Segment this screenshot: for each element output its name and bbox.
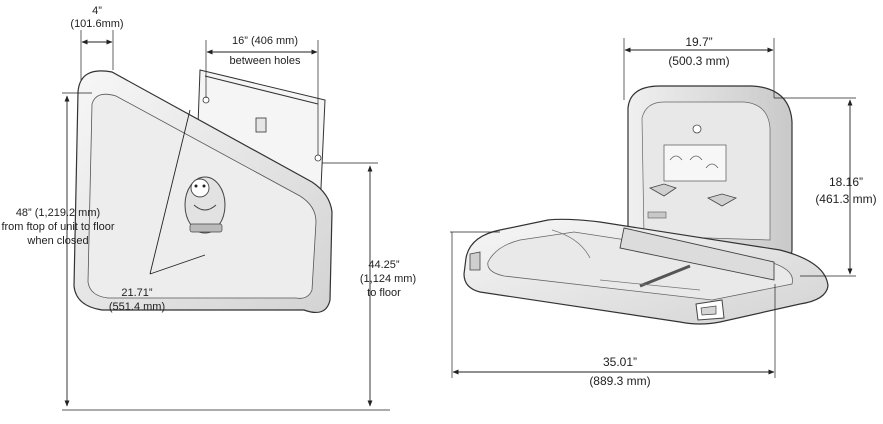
height-closed-line3: when closed [26, 235, 88, 247]
holes-label-line1: 16” (406 mm) [232, 35, 298, 47]
depth-label-in: 4” [92, 5, 102, 17]
floor-line3: to floor [367, 287, 401, 299]
width-bottom-line2: (889.3 mm) [589, 374, 650, 388]
height-closed-dimension: 48” (1,219.2 mm) from ftop of unit to fl… [1, 92, 390, 411]
handle-left [469, 251, 481, 271]
diagonal-dimension: 21.71” (551.4 mm) [109, 109, 206, 313]
holes-dimension: 16” (406 mm) between holes [205, 35, 319, 155]
changing-station-closed-side [73, 70, 333, 313]
changing-bed [463, 218, 829, 325]
width-top-line1: 19.7” [685, 35, 712, 49]
height-dimension: 18.16” (461.3 mm) [774, 97, 877, 277]
floor-line2: (1,124 mm) [360, 273, 416, 285]
instruction-label [663, 144, 727, 182]
height-line1: 18.16” [829, 175, 863, 189]
width-top-line2: (500.3 mm) [668, 54, 729, 68]
depth-dimension: 4” (101.6mm) [70, 5, 124, 80]
strap-buckle-right [706, 193, 738, 207]
floor-dimension: 44.25” (1,124 mm) to floor [322, 162, 416, 407]
diagonal-line1: 21.71” [121, 287, 153, 299]
left-side-view: 4” (101.6mm) 16” (406 mm) between holes … [1, 5, 416, 411]
floor-line1: 44.25” [368, 259, 400, 271]
diagonal-line2: (551.4 mm) [109, 301, 165, 313]
height-closed-line1: 48” (1,219.2 mm) [16, 207, 100, 219]
strap-buckle-left [648, 183, 677, 197]
width-top-dimension: 19.7” (500.3 mm) [623, 35, 775, 100]
right-open-view: 19.7” (500.3 mm) 18.16” (461.3 mm) 35.01… [450, 35, 877, 388]
holes-label-line2: between holes [230, 55, 301, 67]
bear-mascot-logo [184, 176, 226, 234]
back-panel [627, 85, 793, 275]
height-closed-line2: from ftop of unit to floor [1, 221, 114, 233]
depth-label-mm: (101.6mm) [70, 18, 123, 30]
width-bottom-dimension: 35.01” (889.3 mm) [450, 231, 776, 388]
height-line2: (461.3 mm) [815, 192, 876, 206]
width-bottom-line1: 35.01” [603, 355, 637, 369]
